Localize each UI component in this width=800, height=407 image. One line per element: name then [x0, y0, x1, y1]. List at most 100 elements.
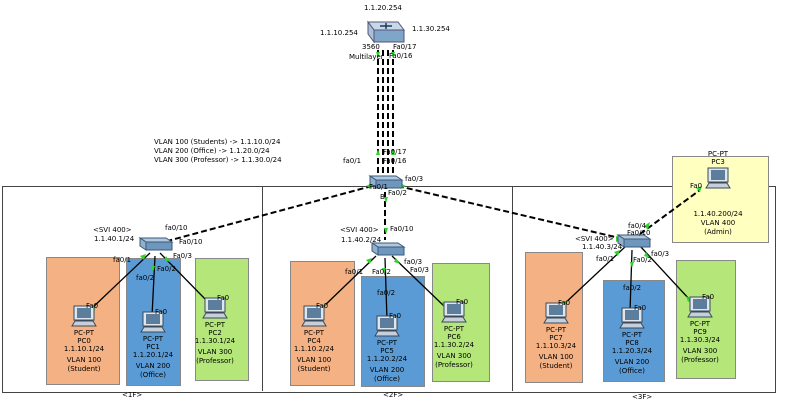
area-office-3f	[603, 280, 665, 382]
pc1-icon[interactable]	[140, 311, 166, 333]
dist-switch-icon	[368, 175, 404, 189]
pc0-vlan: VLAN 100	[66, 356, 102, 364]
pc2-ip: 1.1.30.1/24	[194, 337, 236, 345]
pc7-name: PC7	[549, 334, 563, 342]
link-sw1-pc1	[151, 255, 156, 317]
link-sw3-pc7	[561, 245, 627, 307]
pc3-port: Fa0	[690, 182, 703, 190]
pc5-vlan: VLAN 200	[369, 366, 405, 374]
pc1-role: (Office)	[140, 371, 166, 379]
sw2-icon	[370, 242, 406, 256]
pc4-port: Fa0	[316, 302, 329, 310]
pc9-type: PC-PT	[689, 320, 711, 328]
pc3-type: PC-PT	[707, 150, 729, 158]
pc0-icon[interactable]	[71, 305, 97, 327]
core-ip-top: 1.1.20.254	[364, 4, 402, 12]
link-sw3-pc3	[639, 189, 701, 235]
pc0-name: PC0	[77, 337, 91, 345]
link-sw3-pc9	[639, 245, 691, 301]
dist-port-fa01b: Fa0/1	[369, 183, 388, 191]
sw2-port-3a: fa0/3	[404, 258, 423, 266]
core-model: 3560	[362, 43, 380, 51]
pc9-icon[interactable]	[687, 296, 713, 318]
sw3-port-2b: fa0/2	[623, 284, 642, 292]
sw3-icon	[616, 234, 652, 248]
pc2-vlan: VLAN 300	[197, 348, 233, 356]
pc2-icon[interactable]	[202, 297, 228, 319]
core-ip-left: 1.1.10.254	[320, 29, 358, 37]
pc1-type: PC-PT	[142, 335, 164, 343]
pc3-vlan: VLAN 400	[700, 219, 736, 227]
sw2-port-2b: fa0/2	[377, 289, 396, 297]
pc5-role: (Office)	[374, 375, 400, 383]
pc7-type: PC-PT	[545, 326, 567, 334]
pc0-port: Fa0	[86, 302, 99, 310]
floor-divider	[512, 186, 513, 391]
pc6-ip: 1.1.30.2/24	[433, 341, 475, 349]
sw1-svi: <SVI 400>	[93, 226, 132, 234]
pc7-icon[interactable]	[543, 302, 569, 324]
link-sw2-pc6	[391, 255, 445, 307]
pc7-role: (Student)	[539, 362, 573, 370]
pc0-role: (Student)	[67, 365, 101, 373]
dist-port-fa017: Fa0/17	[383, 148, 407, 156]
link-sw3-pc8	[629, 249, 633, 313]
sw3-port-10: Fa0/10	[627, 229, 651, 237]
pc0-ip: 1.1.10.1/24	[63, 345, 105, 353]
sw2-port-1: fa0/1	[345, 268, 364, 276]
sw3-port-4: fa0/4	[628, 222, 647, 230]
pc4-icon[interactable]	[301, 305, 327, 327]
sw2-port-2a: Fa0/2	[372, 268, 391, 276]
link-sw1-pc0	[89, 252, 151, 311]
pc2-type: PC-PT	[204, 321, 226, 329]
core-switch-icon	[367, 20, 405, 44]
pc1-vlan: VLAN 200	[135, 362, 171, 370]
core-port-b: Fa0/16	[389, 52, 413, 60]
pc9-vlan: VLAN 300	[682, 347, 718, 355]
sw3-svi: <SVI 400>	[575, 235, 614, 243]
floor-label-2f: <2F>	[383, 391, 404, 399]
sw3-port-1: fa0/1	[596, 255, 615, 263]
pc3-icon[interactable]	[705, 167, 731, 189]
sw2-port-3b: Fa0/3	[410, 266, 429, 274]
switch-icons	[138, 175, 652, 256]
sw3-port-2a: Fa0/2	[633, 256, 652, 264]
core-ip-right: 1.1.30.254	[412, 25, 450, 33]
pc3-role: (Admin)	[704, 228, 732, 236]
pc5-icon[interactable]	[374, 315, 400, 337]
pc6-icon[interactable]	[441, 301, 467, 323]
pc6-port: Fa0	[456, 298, 469, 306]
pc5-port: Fa0	[389, 312, 402, 320]
floor-divider	[262, 186, 263, 391]
vlan-legend-300: VLAN 300 (Professor) -> 1.1.30.0/24	[154, 156, 282, 164]
pc8-ip: 1.1.20.3/24	[611, 347, 653, 355]
pc4-role: (Student)	[297, 365, 331, 373]
dist-port-fa03: fa0/3	[405, 175, 424, 183]
core-name[interactable]: Multilayer	[349, 53, 384, 61]
area-professor-1f	[195, 258, 249, 381]
pc8-icon[interactable]	[619, 307, 645, 329]
pc6-type: PC-PT	[443, 325, 465, 333]
sw1-ip: 1.1.40.1/24	[94, 235, 135, 243]
dist-port-fa016: Fa0/16	[383, 157, 407, 165]
link-sw2-pc4	[319, 255, 377, 311]
sw2-svi: <SVI 400>	[340, 226, 379, 234]
dist-port-fa02: Fa0/2	[388, 189, 407, 197]
dist-name[interactable]: B	[380, 193, 385, 201]
pc8-port: Fa0	[634, 304, 647, 312]
pc8-vlan: VLAN 200	[614, 358, 650, 366]
pc4-type: PC-PT	[303, 329, 325, 337]
pc9-role: (Professor)	[681, 356, 719, 364]
pc1-ip: 1.1.20.1/24	[132, 351, 174, 359]
vlan-legend-200: VLAN 200 (Office) -> 1.1.20.0/24	[154, 147, 270, 155]
area-professor-3f	[676, 260, 736, 379]
pc6-role: (Professor)	[435, 361, 473, 369]
pc9-port: Fa0	[702, 293, 715, 301]
sw1-port-1: fa0/1	[113, 256, 132, 264]
pc9-name: PC9	[693, 328, 707, 336]
sw2-ip: 1.1.40.2/24	[341, 236, 382, 244]
pc2-port: Fa0	[217, 294, 230, 302]
pc5-name: PC5	[380, 347, 394, 355]
pc5-type: PC-PT	[376, 339, 398, 347]
